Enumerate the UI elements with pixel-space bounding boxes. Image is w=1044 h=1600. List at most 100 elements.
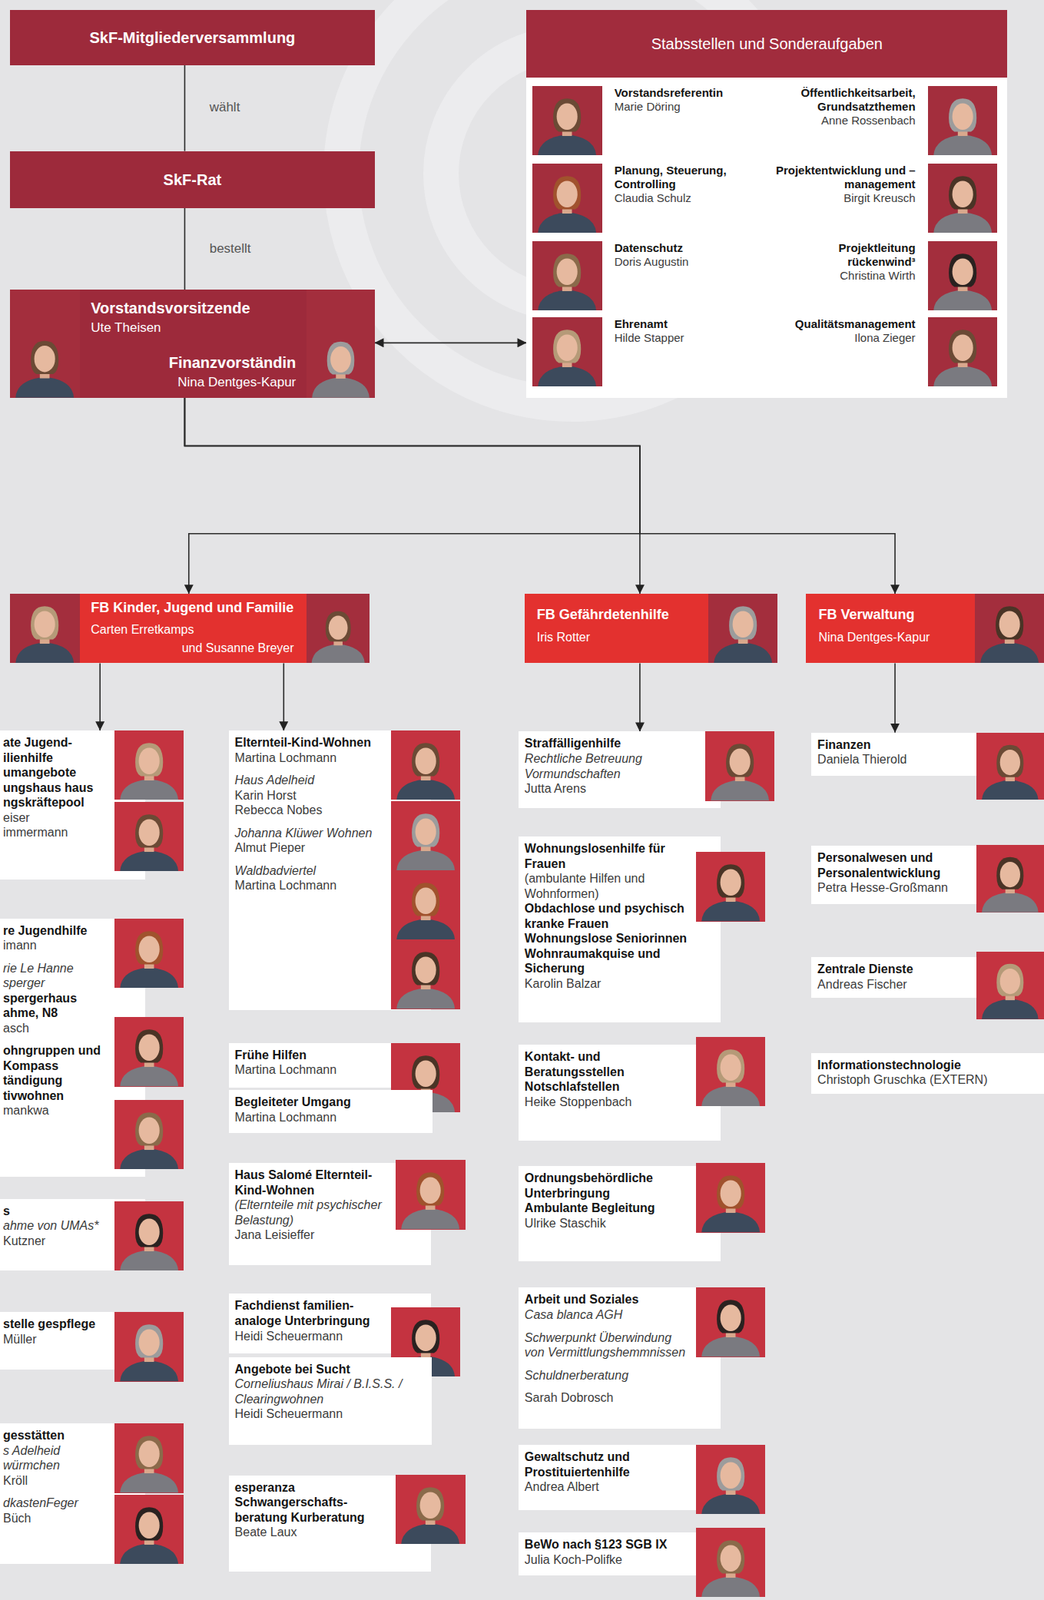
portrait-photo bbox=[974, 593, 1044, 663]
portrait-photo bbox=[696, 1287, 766, 1357]
person-name: Ilona Zieger bbox=[771, 331, 915, 345]
staff-entry: Projektentwicklung und –managementBirgit… bbox=[767, 163, 998, 233]
portrait-hair bbox=[135, 742, 163, 776]
portrait-hair bbox=[30, 341, 59, 375]
staff-entry: VorstandsreferentinMarie Döring bbox=[532, 86, 768, 156]
portrait-face bbox=[328, 616, 348, 640]
department-title: FB Gefährdetenhilfe bbox=[536, 606, 670, 624]
service-name: dkastenFeger bbox=[3, 1495, 109, 1512]
portrait-hair bbox=[948, 329, 977, 363]
service-name: (Elternteile mit psychischer Belastung) bbox=[235, 1197, 391, 1228]
person-name: Rebecca Nobes bbox=[235, 802, 385, 819]
portrait-hair bbox=[417, 1487, 445, 1521]
person-name: immermann bbox=[3, 825, 109, 841]
role-title: Finanzvorständin bbox=[169, 353, 297, 372]
portrait-face bbox=[138, 1512, 160, 1539]
service-name: Schwerpunkt Überwindung von Vermittlungs… bbox=[524, 1330, 690, 1361]
portrait-hair bbox=[725, 744, 754, 778]
portrait-face bbox=[729, 749, 751, 776]
portrait-photo bbox=[696, 1163, 766, 1233]
portrait-photo bbox=[696, 1445, 766, 1515]
portrait-shoulders bbox=[538, 134, 597, 156]
portrait-shoulders bbox=[119, 1249, 179, 1271]
staff-entry: Öffentlichkeitsarbeit, GrundsatzthemenAn… bbox=[767, 86, 998, 156]
portrait-photo bbox=[114, 1423, 184, 1493]
unit-title: s bbox=[3, 1203, 109, 1220]
portrait-figure bbox=[696, 1445, 766, 1515]
portrait-figure bbox=[708, 593, 778, 663]
staff-entry: EhrenamtHilde Stapper bbox=[532, 317, 768, 387]
portrait-shoulders bbox=[701, 1336, 760, 1358]
text-block: Elternteil-Kind-WohnenMartina LochmannHa… bbox=[235, 735, 385, 894]
portrait-photo bbox=[928, 241, 998, 311]
label-holder: bestellt bbox=[207, 241, 254, 258]
portrait-face bbox=[138, 1329, 160, 1356]
unit-title: Projektleitung rückenwind³ bbox=[771, 241, 915, 270]
portrait-hair bbox=[135, 814, 163, 848]
service-name: Corneliushaus Mirai / B.I.S.S. / Clearin… bbox=[235, 1376, 426, 1407]
portrait-face bbox=[556, 102, 578, 130]
service-box: Zentrale DiensteAndreas Fischer bbox=[811, 957, 1044, 998]
unit-title: Wohnungslosenhilfe für Frauen bbox=[524, 841, 690, 872]
service-box: Gewaltschutz und ProstituiertenhilfeAndr… bbox=[518, 1445, 721, 1511]
portrait-figure bbox=[696, 1163, 766, 1233]
person-name: Birgit Kreusch bbox=[771, 191, 915, 206]
text-slot: Nina Dentges-Kapur bbox=[177, 374, 296, 392]
portrait-shoulders bbox=[538, 365, 597, 387]
portrait-photo bbox=[532, 241, 602, 311]
portrait-face bbox=[138, 935, 160, 962]
connector bbox=[184, 397, 640, 594]
connector bbox=[283, 662, 286, 731]
text-slot: Finanzvorständin bbox=[169, 353, 297, 372]
text-block: Gewaltschutz und ProstituiertenhilfeAndr… bbox=[524, 1449, 690, 1495]
portrait-hair bbox=[716, 1300, 745, 1334]
portrait-shoulders bbox=[933, 134, 992, 156]
portrait-shoulders bbox=[396, 849, 455, 871]
portrait-face bbox=[720, 1544, 742, 1571]
portrait-shoulders bbox=[119, 1148, 179, 1170]
unit-title: ate Jugend- ilienhilfe umangebote ungsha… bbox=[3, 735, 109, 811]
unit-title: Begleiteter Umgang bbox=[235, 1094, 385, 1111]
portrait-shoulders bbox=[701, 1212, 760, 1233]
portrait-figure bbox=[395, 1160, 465, 1230]
portrait-photo bbox=[391, 730, 461, 800]
portrait-shoulders bbox=[981, 779, 1039, 800]
portrait-figure bbox=[928, 317, 998, 387]
service-name: Johanna Klüwer Wohnen bbox=[235, 825, 385, 842]
service-box: sahme von UMAs*Kutzner bbox=[0, 1199, 146, 1271]
text-block: DatenschutzDoris Augustin bbox=[614, 241, 762, 270]
portrait-hair bbox=[135, 1325, 163, 1359]
service-name: Rechtliche Betreuung Vormundschaften bbox=[524, 751, 700, 782]
person-name: Jutta Arens bbox=[524, 781, 700, 797]
portrait-photo bbox=[114, 1312, 184, 1382]
unit-title: BeWo nach §123 SGB IX bbox=[524, 1537, 690, 1553]
portrait-shoulders bbox=[16, 377, 75, 398]
service-name: Waldbadviertel bbox=[235, 863, 385, 879]
department-box: FB GefährdetenhilfeIris Rotter bbox=[524, 593, 778, 663]
service-box: Elternteil-Kind-WohnenMartina LochmannHa… bbox=[228, 730, 431, 1011]
portrait-figure bbox=[928, 163, 998, 233]
text-block: SkF-Mitgliederversammlung bbox=[9, 9, 375, 66]
staff-entry: DatenschutzDoris Augustin bbox=[532, 241, 768, 311]
service-box: Fachdienst familien- analoge Unterbringu… bbox=[228, 1293, 431, 1353]
person-name: Andreas Fischer bbox=[817, 977, 971, 993]
portrait-photo bbox=[114, 802, 184, 872]
text-block: esperanza Schwangerschafts- beratung Kur… bbox=[235, 1480, 391, 1541]
role-title: Vorstandsvorsitzende bbox=[90, 298, 250, 318]
portrait-shoulders bbox=[396, 988, 455, 1010]
portrait-photo bbox=[696, 1037, 766, 1107]
person-name: asch bbox=[3, 1020, 109, 1037]
person-name: Martina Lochmann bbox=[235, 750, 385, 766]
portrait-hair bbox=[411, 1319, 440, 1353]
portrait-figure bbox=[9, 593, 80, 663]
text-block: VorstandsreferentinMarie Döring bbox=[614, 86, 762, 115]
portrait-shoulders bbox=[119, 1361, 179, 1383]
unit-title: Finanzen bbox=[817, 737, 971, 753]
service-box: Kontakt- und BeratungsstellenNotschlafst… bbox=[518, 1044, 721, 1141]
unit-title: Informationstechnologie bbox=[817, 1057, 1038, 1074]
portrait-shoulders bbox=[119, 778, 179, 800]
unit-title: Frühe Hilfen bbox=[235, 1047, 385, 1064]
connector bbox=[184, 397, 640, 594]
person-name: Christoph Gruschka (EXTERN) bbox=[817, 1072, 1038, 1088]
department-box: FB Kinder, Jugend und FamilieCarten Erre… bbox=[9, 593, 370, 663]
